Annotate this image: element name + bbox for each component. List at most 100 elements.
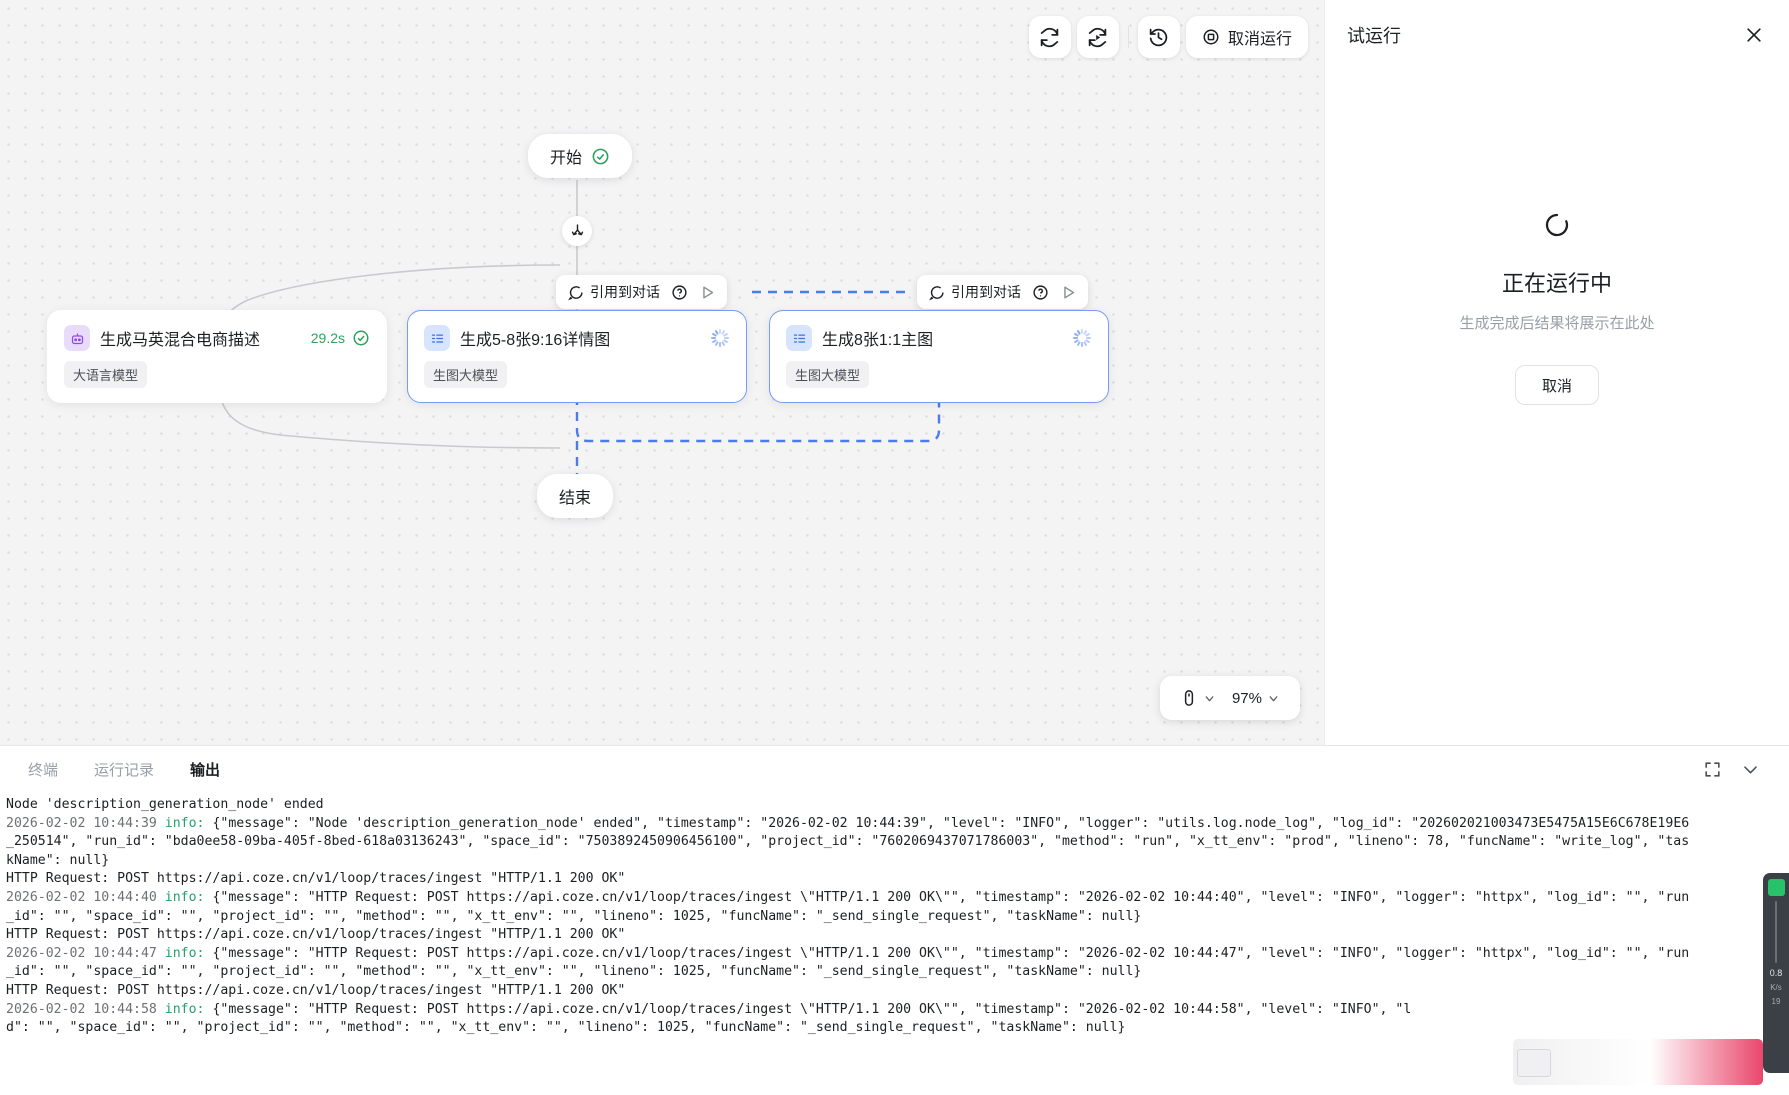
question-circle-icon[interactable] xyxy=(668,281,690,303)
log-line: 2026-02-02 10:44:39 info: {"message": "N… xyxy=(6,815,1783,834)
llm-robot-icon xyxy=(64,325,90,351)
zoom-level-selector[interactable]: 97% xyxy=(1226,690,1286,707)
run-state-text: 正在运行中 xyxy=(1501,271,1612,296)
action-pill-node2[interactable]: 引用到对话 xyxy=(556,275,727,309)
zoom-controls: 97% xyxy=(1159,676,1300,720)
node-tag-row: 生图大模型 xyxy=(770,351,1108,402)
node-status xyxy=(710,328,730,348)
zoom-level-value: 97% xyxy=(1231,689,1262,707)
node-tag-row: 大语言模型 xyxy=(48,351,386,402)
mouse-icon xyxy=(1180,689,1198,707)
end-node[interactable]: 结束 xyxy=(537,474,614,518)
loading-spinner-icon xyxy=(1542,210,1572,240)
sync-icon[interactable] xyxy=(1028,16,1071,58)
node-status xyxy=(1072,328,1092,348)
stop-circle-icon xyxy=(1202,28,1220,46)
widget-green-indicator xyxy=(1767,879,1785,896)
check-circle-icon xyxy=(591,147,610,166)
log-line: HTTP Request: POST https://api.coze.cn/v… xyxy=(6,982,626,998)
chat-bubble-icon[interactable] xyxy=(567,284,584,301)
tab-run-records[interactable]: 运行记录 xyxy=(94,761,155,779)
node-card-image-1-1[interactable]: 生成8张1:1主图 生图大模型 xyxy=(769,310,1109,403)
play-triangle-icon[interactable] xyxy=(1057,281,1079,303)
log-line: 2026-02-02 10:44:47 info: {"message": "H… xyxy=(6,945,1783,964)
loading-spinner-icon xyxy=(1072,328,1092,348)
sync-run-icon[interactable] xyxy=(1076,16,1119,58)
log-text: {"message": "HTTP Request: POST https://… xyxy=(204,945,1690,961)
node-card-image-9-16[interactable]: 生成5-8张9:16详情图 生图大模型 xyxy=(407,310,747,403)
node-duration: 29.2s xyxy=(310,330,345,346)
toolbar-divider xyxy=(1127,26,1129,48)
chevron-down-icon xyxy=(1203,692,1216,705)
log-timestamp: 2026-02-02 10:44:39 xyxy=(6,815,165,831)
tab-terminal[interactable]: 终端 xyxy=(28,761,59,779)
floating-window-box xyxy=(1517,1049,1551,1077)
check-circle-icon xyxy=(352,329,370,347)
end-node-label: 结束 xyxy=(559,490,592,507)
loading-spinner-icon xyxy=(710,328,730,348)
node-tag-row: 生图大模型 xyxy=(408,351,746,402)
bottom-tab-actions xyxy=(1701,758,1775,780)
log-text: {"message": "HTTP Request: POST https://… xyxy=(204,1001,1412,1017)
node-title: 生成8张1:1主图 xyxy=(822,332,934,349)
log-timestamp: 2026-02-02 10:44:58 xyxy=(6,1001,165,1017)
floating-taskbar-strip xyxy=(1513,1039,1763,1085)
cancel-run-button[interactable]: 取消运行 xyxy=(1185,16,1308,58)
log-line: HTTP Request: POST https://api.coze.cn/v… xyxy=(6,927,626,943)
fullscreen-icon[interactable] xyxy=(1701,758,1723,780)
log-line: HTTP Request: POST https://api.coze.cn/v… xyxy=(6,871,626,887)
chevron-down-icon xyxy=(1267,692,1280,705)
log-line: _id": "", "space_id": "", "project_id": … xyxy=(6,964,1142,980)
tab-output[interactable]: 输出 xyxy=(190,761,221,779)
floating-network-widget[interactable]: 0.8 K/s 19 xyxy=(1763,873,1789,1073)
image-model-icon xyxy=(786,325,812,351)
bottom-panel: 终端 运行记录 输出 Node 'description_generation_… xyxy=(0,745,1789,1095)
log-line: kName": null} xyxy=(6,852,110,868)
node-tag: 生图大模型 xyxy=(424,361,508,388)
play-triangle-icon[interactable] xyxy=(696,281,718,303)
cancel-button[interactable]: 取消 xyxy=(1514,365,1599,405)
quote-to-chat-label[interactable]: 引用到对话 xyxy=(590,284,660,300)
workflow-canvas[interactable]: 取消运行 开始 xyxy=(0,0,1324,745)
cancel-run-label: 取消运行 xyxy=(1227,31,1292,48)
chevron-down-icon[interactable] xyxy=(1739,758,1761,780)
widget-speed: 0.8 xyxy=(1769,968,1783,978)
log-line: 2026-02-02 10:44:40 info: {"message": "H… xyxy=(6,889,1783,908)
canvas-toolbar: 取消运行 xyxy=(1028,16,1308,58)
log-text: {"message": "Node 'description_generatio… xyxy=(204,815,1690,831)
widget-count: 19 xyxy=(1771,997,1781,1006)
node-card-llm[interactable]: 生成马英混合电商描述 29.2s 大语言模型 xyxy=(47,310,387,403)
log-line: _id": "", "space_id": "", "project_id": … xyxy=(6,908,1142,924)
log-output[interactable]: Node 'description_generation_node' ended… xyxy=(0,792,1789,1095)
node-status: 29.2s xyxy=(311,329,370,347)
log-level: info: xyxy=(164,889,205,905)
log-line: Node 'description_generation_node' ended xyxy=(6,797,324,812)
log-line: 2026-02-02 10:44:58 info: {"message": "H… xyxy=(6,1001,1783,1020)
node-title: 生成5-8张9:16详情图 xyxy=(460,332,611,349)
chat-bubble-icon[interactable] xyxy=(928,284,945,301)
log-level: info: xyxy=(164,1001,205,1017)
log-timestamp: 2026-02-02 10:44:40 xyxy=(6,889,165,905)
bottom-tabs: 终端 运行记录 输出 xyxy=(0,746,1789,792)
run-hint-text: 生成完成后结果将展示在此处 xyxy=(1459,315,1655,332)
log-level: info: xyxy=(164,815,205,831)
quote-to-chat-label[interactable]: 引用到对话 xyxy=(951,284,1021,300)
question-circle-icon[interactable] xyxy=(1029,281,1051,303)
node-title: 生成马英混合电商描述 xyxy=(100,332,261,349)
node-tag: 生图大模型 xyxy=(786,361,870,388)
pointer-mode-selector[interactable] xyxy=(1174,689,1222,707)
widget-bar xyxy=(1775,901,1777,963)
trial-run-panel: 试运行 正在运行中 生成完成后结果将展示在此处 取消 xyxy=(1324,0,1789,745)
log-text: {"message": "HTTP Request: POST https://… xyxy=(204,889,1690,905)
node-header: 生成8张1:1主图 xyxy=(770,311,1108,351)
log-line: _250514", "run_id": "bda0ee58-09ba-405f-… xyxy=(6,834,1690,850)
node-header: 生成马英混合电商描述 29.2s xyxy=(48,311,386,351)
close-icon[interactable] xyxy=(1741,22,1767,48)
start-node[interactable]: 开始 xyxy=(528,134,633,178)
action-pill-node3[interactable]: 引用到对话 xyxy=(917,275,1088,309)
log-level: info: xyxy=(164,945,205,961)
history-icon[interactable] xyxy=(1137,16,1180,58)
branch-split-icon[interactable] xyxy=(562,216,592,246)
log-timestamp: 2026-02-02 10:44:47 xyxy=(6,945,165,961)
